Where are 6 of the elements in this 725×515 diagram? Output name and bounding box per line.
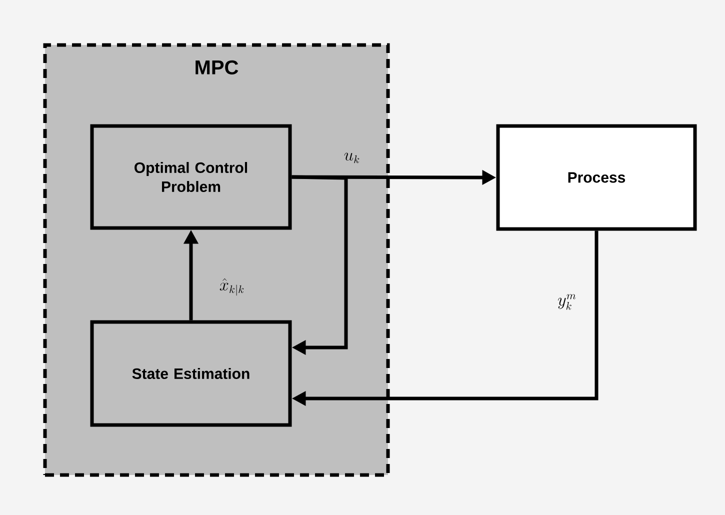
edge-label: $\hat{x}_{k|k}$: [218, 277, 246, 297]
process-box: Process: [496, 124, 697, 231]
process-box: Optimal Control Problem: [90, 124, 292, 230]
edge-label: $y_k^m$: [556, 293, 578, 311]
arrow: [292, 175, 348, 356]
process-box: State Estimation: [90, 320, 292, 427]
